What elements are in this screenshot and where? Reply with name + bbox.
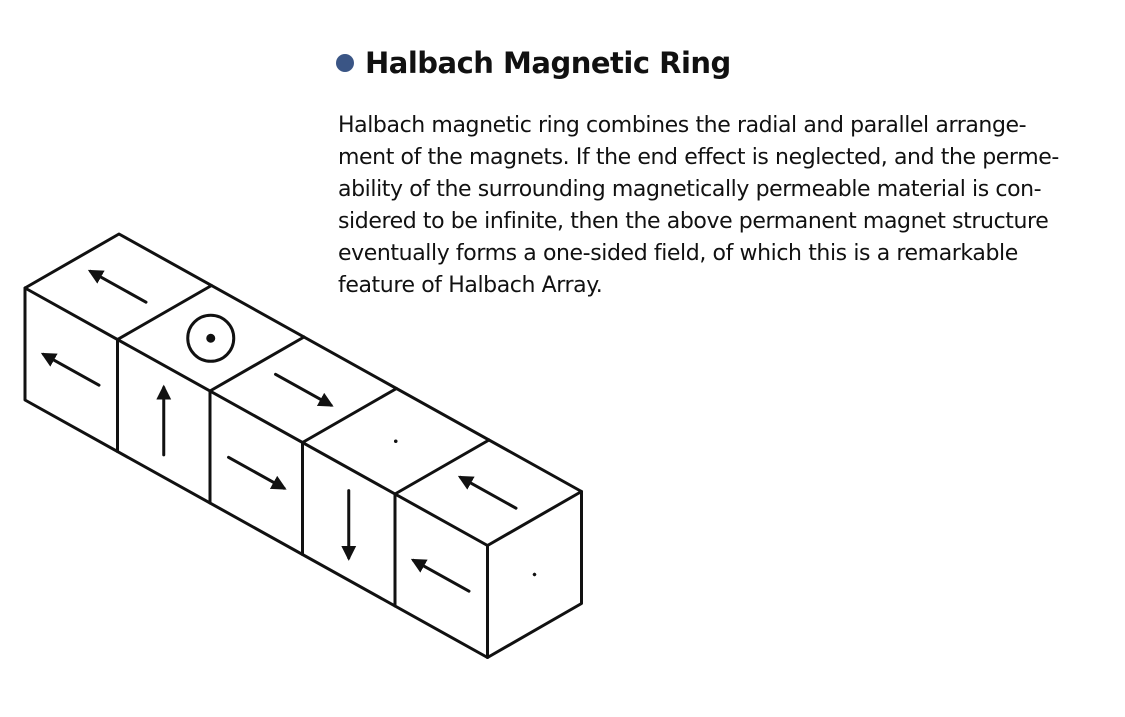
top-face-1-arrow-up-left-icon bbox=[87, 269, 148, 304]
description-line-6: feature of Halbach Array. bbox=[338, 273, 603, 298]
array-outline bbox=[23, 232, 583, 659]
front-top-edge bbox=[23, 286, 489, 547]
front-face-5-arrow-left-icon bbox=[410, 558, 471, 593]
front-face-3-arrow-right-icon bbox=[227, 455, 287, 490]
bullet-icon bbox=[336, 54, 354, 72]
description-line-1: Halbach magnetic ring combines the radia… bbox=[338, 113, 1027, 138]
block-divider-top bbox=[301, 387, 398, 444]
description-line-5: eventually forms a one-sided field, of w… bbox=[338, 241, 1018, 266]
top-face-2-dot-circle-icon bbox=[186, 313, 236, 363]
description-line-3: ability of the surrounding magnetically … bbox=[338, 177, 1042, 202]
halbach-array-diagram bbox=[23, 232, 583, 659]
top-face-3-arrow-down-right-icon bbox=[274, 372, 334, 407]
front-face-1-arrow-left-icon bbox=[40, 352, 101, 387]
end-top-edge bbox=[486, 490, 583, 547]
block-divider-top bbox=[393, 438, 491, 496]
top-face-2-dot-circle-icon-dot bbox=[206, 333, 216, 343]
description-paragraph: Halbach magnetic ring combines the radia… bbox=[338, 110, 1113, 302]
block-divider-top bbox=[116, 284, 213, 341]
title-row: Halbach Magnetic Ring bbox=[336, 46, 731, 80]
description-line-2: ment of the magnets. If the end effect i… bbox=[338, 145, 1059, 170]
top-face-5-arrow-up-left-icon bbox=[457, 475, 518, 510]
description-line-4: sidered to be infinite, then the above p… bbox=[338, 209, 1049, 234]
page-title: Halbach Magnetic Ring bbox=[365, 46, 731, 80]
block-divider-top bbox=[208, 335, 306, 393]
